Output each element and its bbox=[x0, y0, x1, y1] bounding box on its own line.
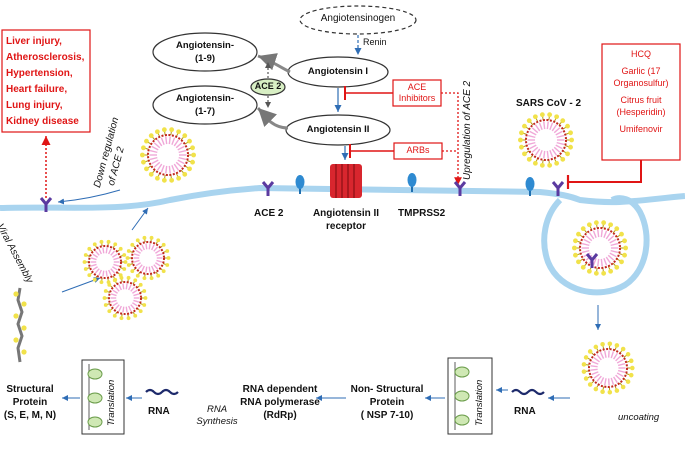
virus-uncoating bbox=[581, 341, 635, 395]
drug-item: Organosulfur) bbox=[613, 78, 669, 88]
angiotensin-2-label: Angiotensin II bbox=[306, 124, 370, 135]
ace2-receptor-center bbox=[261, 181, 275, 196]
angiotensin-1-7-oval bbox=[152, 85, 258, 125]
drug-item: HCQ bbox=[631, 49, 651, 59]
ace2-enzyme-label: ACE 2 bbox=[254, 81, 282, 91]
strand-bead bbox=[13, 313, 19, 319]
drug-item: Umifenovir bbox=[619, 124, 663, 134]
angiotensin-2-oval bbox=[285, 114, 391, 146]
ace2-receptor-endosome bbox=[585, 253, 599, 268]
strand-bead bbox=[21, 325, 27, 331]
effect-item: Liver injury, bbox=[6, 36, 62, 47]
virus-sars-cov-2 bbox=[518, 112, 574, 168]
effect-item: Lung injury, bbox=[6, 100, 63, 111]
receptor-label-1: Angiotensin II bbox=[312, 208, 380, 219]
angiotensin-1-7-label-1: Angiotensin- bbox=[175, 93, 235, 104]
ang2-to-17-arrow bbox=[256, 106, 289, 130]
rdrp-label-3: (RdRp) bbox=[263, 410, 297, 421]
drug-item: Citrus fruit bbox=[620, 95, 662, 105]
translation-label-left: Translation bbox=[106, 379, 117, 426]
strand-bead bbox=[21, 301, 27, 307]
ace-inhibitors-label-2: Inhibitors bbox=[398, 93, 436, 103]
virus-assembling-1 bbox=[82, 239, 128, 285]
ace2-membrane-label: ACE 2 bbox=[254, 208, 284, 219]
ace2-receptor-left bbox=[39, 197, 53, 212]
angiotensin-1-label: Angiotensin I bbox=[307, 66, 369, 77]
structural-label-3: (S, E, M, N) bbox=[3, 410, 57, 421]
strand-bead bbox=[21, 349, 27, 355]
angiotensin-1-9-oval bbox=[152, 32, 258, 72]
viral-assembly-strand bbox=[16, 287, 24, 363]
nsp-label-1: Non- Structural bbox=[350, 384, 424, 395]
drug-item: Garlic (17 bbox=[621, 66, 661, 76]
rdrp-label-2: RNA polymerase bbox=[240, 397, 320, 408]
tmprss2-label: TMPRSS2 bbox=[398, 208, 446, 219]
effect-item: Heart failure, bbox=[6, 84, 68, 95]
structural-label-1: Structural bbox=[6, 384, 54, 395]
virus-endosome bbox=[572, 220, 628, 276]
effects-box bbox=[1, 29, 91, 133]
rna-label-left: RNA bbox=[148, 406, 170, 417]
cell-membrane bbox=[0, 184, 685, 211]
rna-strand-left bbox=[145, 388, 179, 396]
renin-label: Renin bbox=[363, 37, 387, 47]
virus-assembling-2 bbox=[125, 235, 171, 281]
ace2-enzyme-oval bbox=[250, 78, 286, 96]
tmprss2-protease-1 bbox=[295, 175, 305, 194]
sars-cov-2-label: SARS CoV - 2 bbox=[516, 98, 582, 109]
strand-bead bbox=[13, 291, 19, 297]
tmprss2-protease-3 bbox=[525, 177, 535, 196]
nsp-label-2: Protein bbox=[369, 397, 405, 408]
rdrp-label-1: RNA dependent bbox=[242, 384, 318, 395]
rna-synthesis-label-2: Synthesis bbox=[196, 416, 238, 427]
effect-item: Hypertension, bbox=[6, 68, 73, 79]
ace-inhibitors-label-1: ACE bbox=[407, 82, 427, 92]
translation-box-left bbox=[81, 359, 125, 435]
rna-strand-right bbox=[511, 388, 545, 396]
uncoating-label: uncoating bbox=[618, 412, 660, 423]
tmprss2-protease-2 bbox=[407, 173, 417, 192]
translation-label-right: Translation bbox=[474, 379, 485, 426]
ang1-to-19-arrow bbox=[257, 53, 291, 74]
effect-item: Kidney disease bbox=[6, 116, 79, 127]
endosome-membrane bbox=[541, 195, 650, 296]
ace2-receptor-virus-bound bbox=[551, 181, 565, 196]
strand-bead bbox=[13, 337, 19, 343]
angiotensin-1-9-label-2: (1-9) bbox=[194, 53, 216, 64]
effect-item: Atherosclerosis, bbox=[6, 52, 85, 63]
virus-exiting bbox=[140, 127, 197, 183]
ace2-receptor-upregulated bbox=[453, 181, 467, 196]
angiotensin-1-7-label-2: (1-7) bbox=[194, 106, 216, 117]
effects-list: Liver injury, Atherosclerosis, Hypertensio… bbox=[6, 34, 84, 130]
receptor-label-2: receptor bbox=[325, 221, 366, 232]
virus-assembling-3 bbox=[102, 275, 148, 321]
angiotensin-1-9-label-1: Angiotensin- bbox=[175, 40, 235, 51]
drugs-box bbox=[601, 43, 681, 161]
exocytosis-arrow bbox=[131, 207, 149, 231]
drug-item: (Hesperidin) bbox=[616, 107, 666, 117]
rna-synthesis-label-1: RNA bbox=[206, 404, 228, 415]
translation-box-right bbox=[447, 357, 493, 435]
angiotensinogen-label: Angiotensinogen bbox=[320, 13, 396, 24]
rna-label-right: RNA bbox=[514, 406, 536, 417]
nsp-label-3: ( NSP 7-10) bbox=[360, 410, 414, 421]
arbs-label: ARBs bbox=[406, 145, 430, 155]
angiotensin-ii-receptor bbox=[330, 164, 362, 198]
upregulation-label: Upregulation of ACE 2 bbox=[462, 80, 473, 180]
structural-label-2: Protein bbox=[12, 397, 48, 408]
angiotensinogen-oval bbox=[299, 5, 417, 35]
